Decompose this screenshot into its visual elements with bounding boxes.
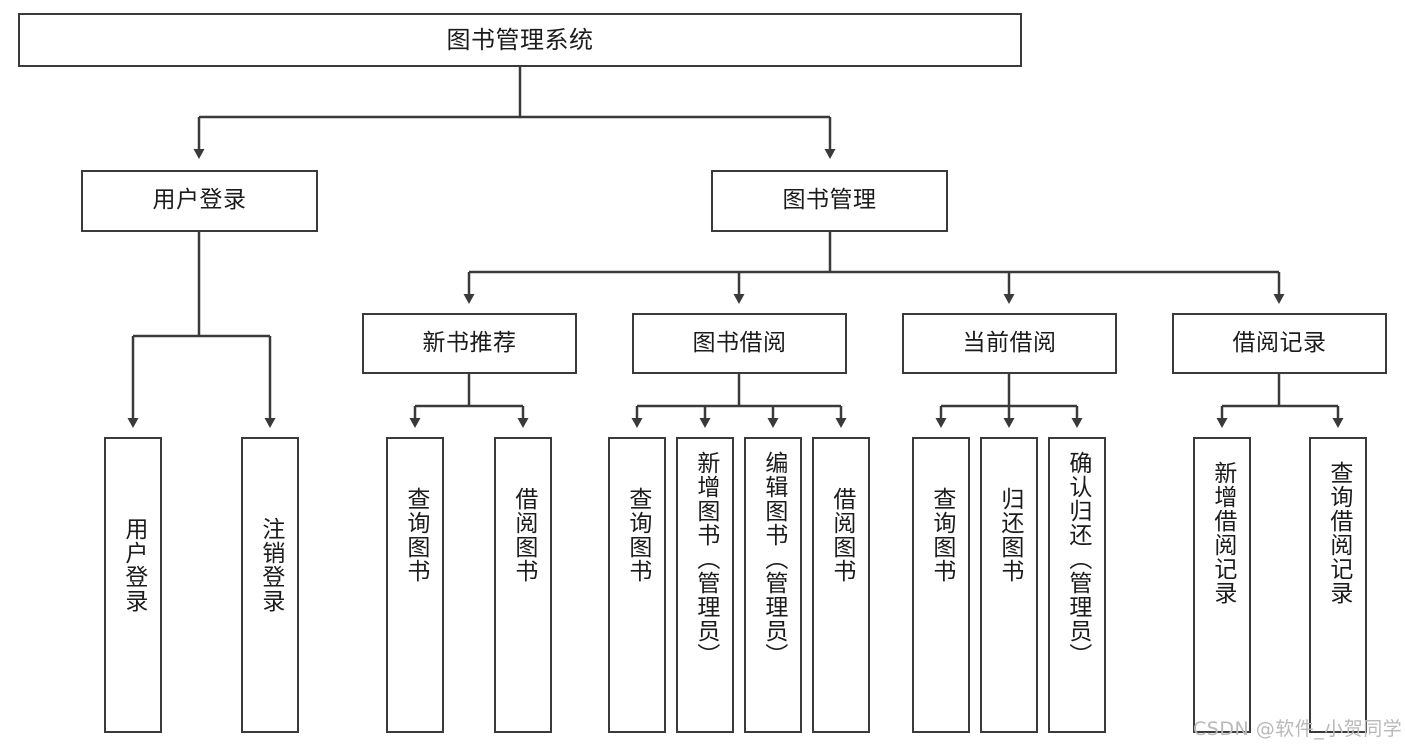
node-root-library-system[interactable]: 图书管理系统 [18,13,1022,67]
node-label: 新增图书（管理员） [692,451,719,667]
node-label: 用户登录 [152,187,247,214]
node-label: 图书管理系统 [446,25,594,54]
node-label: 查询图书 [402,487,429,583]
node-label: 用户登录 [120,517,147,613]
node-user-login[interactable]: 用户登录 [81,170,318,232]
node-label: 借阅图书 [828,487,855,583]
leaf-book-borrow-edit-book-admin[interactable]: 编辑图书（管理员） [744,437,802,733]
edge-book-borrow-to-leaves [631,374,847,428]
leaf-book-borrow-add-book-admin[interactable]: 新增图书（管理员） [676,437,734,733]
edge-user-login-to-leaves [127,232,276,428]
node-label: 归还图书 [996,487,1023,583]
leaf-current-borrow-query-book[interactable]: 查询图书 [912,437,970,733]
node-label: 图书管理 [782,187,877,214]
node-book-borrow[interactable]: 图书借阅 [632,313,847,374]
node-label: 借阅图书 [510,487,537,583]
edge-root-to-level2 [193,67,836,159]
leaf-current-borrow-return-book[interactable]: 归还图书 [980,437,1038,733]
node-label: 注销登录 [257,517,284,613]
node-label: 新书推荐 [422,329,517,356]
leaf-book-borrow-borrow-book[interactable]: 借阅图书 [812,437,870,733]
node-book-management[interactable]: 图书管理 [711,170,948,232]
node-borrow-record[interactable]: 借阅记录 [1172,313,1387,374]
leaf-new-book-query-book[interactable]: 查询图书 [386,437,444,733]
edge-book-manage-to-level3 [463,232,1285,304]
csdn-watermark: CSDN @软件_小贺同学 [1193,718,1403,740]
node-current-borrow[interactable]: 当前借阅 [902,313,1117,374]
node-new-book-recommend[interactable]: 新书推荐 [362,313,577,374]
node-label: 借阅记录 [1232,329,1327,356]
edge-new-book-to-leaves [409,374,529,428]
edge-current-borrow-to-leaves [935,374,1083,428]
node-label: 查询图书 [928,487,955,583]
leaf-borrow-record-add-record[interactable]: 新增借阅记录 [1193,437,1251,733]
leaf-book-borrow-query-book[interactable]: 查询图书 [608,437,666,733]
node-label: 图书借阅 [692,329,787,356]
node-label: 确认归还（管理员） [1064,451,1091,667]
node-label: 查询借阅记录 [1325,461,1352,605]
node-label: 新增借阅记录 [1209,461,1236,605]
leaf-current-borrow-confirm-return-admin[interactable]: 确认归还（管理员） [1048,437,1106,733]
leaf-user-login-logout[interactable]: 注销登录 [241,437,299,733]
edge-borrow-record-to-leaves [1216,374,1344,428]
leaf-new-book-borrow-book[interactable]: 借阅图书 [494,437,552,733]
leaf-user-login-login[interactable]: 用户登录 [104,437,162,733]
node-label: 查询图书 [624,487,651,583]
node-label: 当前借阅 [962,329,1057,356]
leaf-borrow-record-query-record[interactable]: 查询借阅记录 [1309,437,1367,733]
node-label: 编辑图书（管理员） [760,451,787,667]
